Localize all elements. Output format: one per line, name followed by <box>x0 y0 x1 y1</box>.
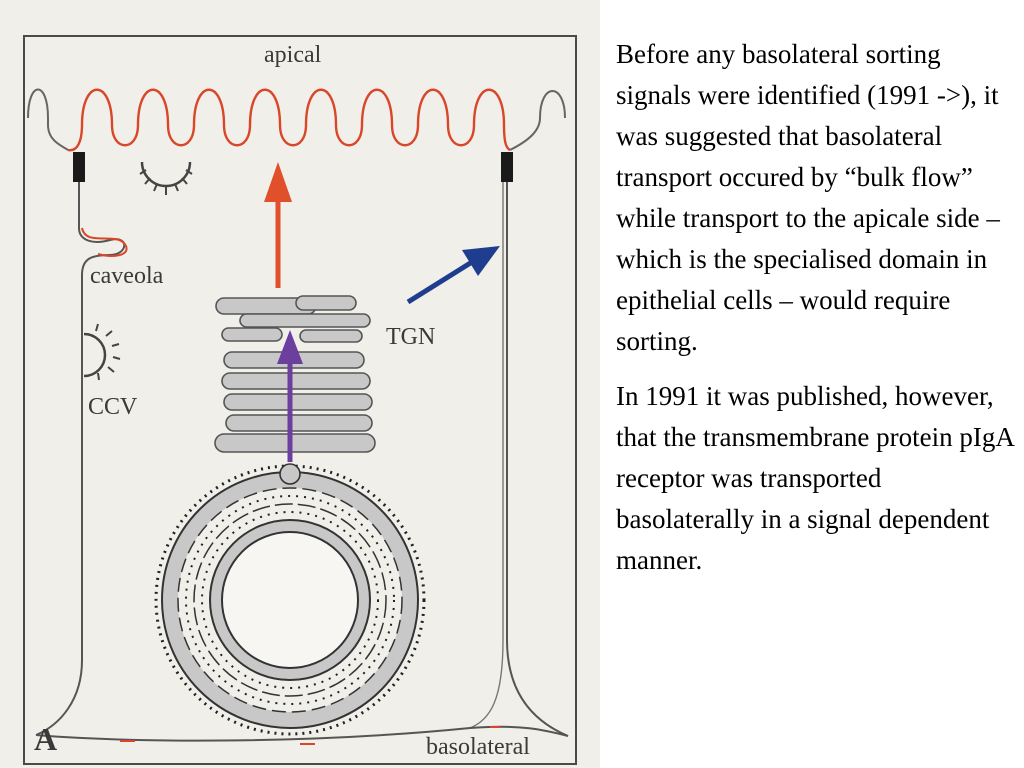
tight-junction-right <box>501 152 513 182</box>
golgi-stack <box>214 295 376 453</box>
cell-diagram-figure: apical caveola CCV TGN <box>0 0 600 768</box>
paragraph-piga-receptor: In 1991 it was published, however, that … <box>616 381 1014 575</box>
apical-transport-arrow <box>264 162 292 288</box>
basolateral-membrane-accents <box>120 726 500 745</box>
paragraph-bulk-flow: Before any basolateral sorting signals w… <box>616 39 1000 356</box>
apical-membrane <box>67 88 511 152</box>
apical-coated-pit <box>139 161 193 195</box>
panel-letter: A <box>34 721 57 757</box>
basolateral-membrane <box>35 725 569 742</box>
label-basolateral: basolateral <box>426 734 530 760</box>
label-ccv: CCV <box>88 394 138 420</box>
caveola-bulge <box>81 227 128 257</box>
cell-diagram-svg: apical caveola CCV TGN <box>0 0 600 768</box>
label-apical: apical <box>264 42 322 68</box>
apical-membrane-left-edge <box>27 88 69 151</box>
nucleus <box>154 463 426 736</box>
tight-junction-left <box>73 152 85 182</box>
apical-membrane-right-edge <box>509 90 566 151</box>
lateral-membrane-right <box>506 182 569 737</box>
label-caveola: caveola <box>90 263 164 289</box>
golgi-transport-arrow <box>277 330 303 462</box>
explanation-text-panel: Before any basolateral sorting signals w… <box>616 34 1014 595</box>
panel-frame <box>23 35 577 765</box>
label-tgn: TGN <box>386 324 435 350</box>
clathrin-coated-vesicle <box>83 323 121 381</box>
lateral-membrane-right-inner <box>469 182 504 729</box>
basolateral-transport-arrow <box>406 246 500 305</box>
